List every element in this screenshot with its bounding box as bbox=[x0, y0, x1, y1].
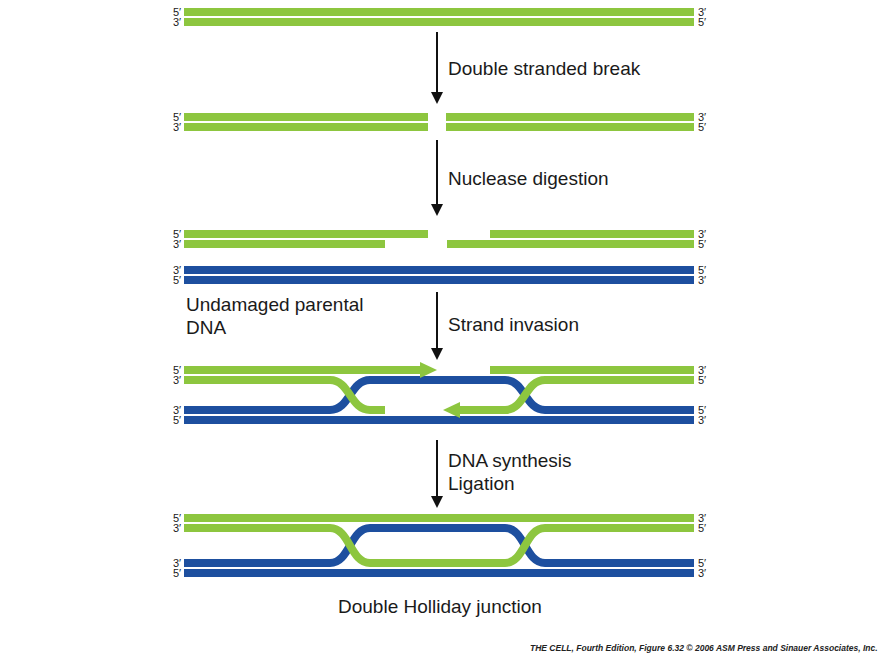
strand-end-label: 5′ bbox=[173, 7, 181, 17]
strand-end-label: 5′ bbox=[173, 112, 181, 122]
strand-end-label: 5′ bbox=[173, 415, 181, 425]
arrowhead bbox=[431, 204, 443, 216]
strand-end-label: 3′ bbox=[698, 112, 706, 122]
step-arrow bbox=[436, 292, 438, 350]
strand-end-label: 5′ bbox=[173, 365, 181, 375]
synthesis-arrowhead bbox=[443, 402, 460, 418]
arrowhead bbox=[431, 92, 443, 104]
strand-end-label: 5′ bbox=[173, 513, 181, 523]
step-label: Undamaged parental DNA bbox=[186, 293, 371, 339]
figure-caption: THE CELL, Fourth Edition, Figure 6.32 © … bbox=[530, 643, 878, 653]
strand-end-label: 3′ bbox=[173, 375, 181, 385]
green-strand bbox=[184, 18, 694, 26]
strand-end-label: 3′ bbox=[173, 405, 181, 415]
green-strand bbox=[184, 380, 385, 410]
strand-end-label: 5′ bbox=[173, 568, 181, 578]
strand-end-label: 3′ bbox=[698, 275, 706, 285]
green-strand bbox=[458, 380, 694, 410]
strand-end-label: 3′ bbox=[698, 7, 706, 17]
blue-strand bbox=[184, 266, 694, 274]
green-strand bbox=[184, 528, 694, 563]
strand-end-label: 3′ bbox=[173, 122, 181, 132]
strand-end-label: 5′ bbox=[698, 558, 706, 568]
strand-end-label: 5′ bbox=[173, 229, 181, 239]
green-strand bbox=[184, 240, 694, 248]
arrowhead bbox=[431, 496, 443, 508]
synthesis-arrowhead bbox=[420, 362, 437, 378]
blue-strand bbox=[184, 416, 694, 424]
strand-end-label: 5′ bbox=[698, 523, 706, 533]
step-label: Ligation bbox=[448, 472, 515, 495]
strand-end-label: 5′ bbox=[173, 275, 181, 285]
strand-end-label: 3′ bbox=[173, 523, 181, 533]
step-label: DNA synthesis bbox=[448, 449, 572, 472]
step-label: Nuclease digestion bbox=[448, 167, 609, 190]
strand-end-label: 5′ bbox=[698, 265, 706, 275]
strand-end-label: 3′ bbox=[173, 558, 181, 568]
strand-end-label: 3′ bbox=[698, 415, 706, 425]
strand-end-label: 3′ bbox=[698, 568, 706, 578]
green-strand bbox=[184, 514, 694, 522]
strand-end-label: 3′ bbox=[698, 365, 706, 375]
blue-strand bbox=[184, 569, 694, 577]
strand-end-label: 5′ bbox=[698, 239, 706, 249]
green-strand bbox=[184, 230, 694, 238]
step-arrow bbox=[436, 32, 438, 94]
step-arrow bbox=[436, 140, 438, 206]
arrowhead bbox=[431, 348, 443, 360]
strand-end-label: 3′ bbox=[698, 229, 706, 239]
strand-end-label: 3′ bbox=[698, 513, 706, 523]
green-strand bbox=[184, 113, 694, 121]
strand-end-label: 5′ bbox=[698, 17, 706, 27]
strand-end-label: 5′ bbox=[698, 122, 706, 132]
blue-strand bbox=[184, 276, 694, 284]
strand-end-label: 5′ bbox=[698, 375, 706, 385]
strand-end-label: 5′ bbox=[698, 405, 706, 415]
blue-strand bbox=[184, 528, 694, 563]
green-strand bbox=[184, 8, 694, 16]
step-arrow bbox=[436, 440, 438, 498]
green-strand bbox=[184, 366, 694, 374]
step-label: Strand invasion bbox=[448, 313, 579, 336]
strand-end-label: 3′ bbox=[173, 265, 181, 275]
strand-end-label: 3′ bbox=[173, 239, 181, 249]
blue-strand bbox=[184, 380, 694, 410]
strand-end-label: 3′ bbox=[173, 17, 181, 27]
step-label: Double Holliday junction bbox=[338, 595, 542, 618]
step-label: Double stranded break bbox=[448, 57, 640, 80]
green-strand bbox=[184, 123, 694, 131]
